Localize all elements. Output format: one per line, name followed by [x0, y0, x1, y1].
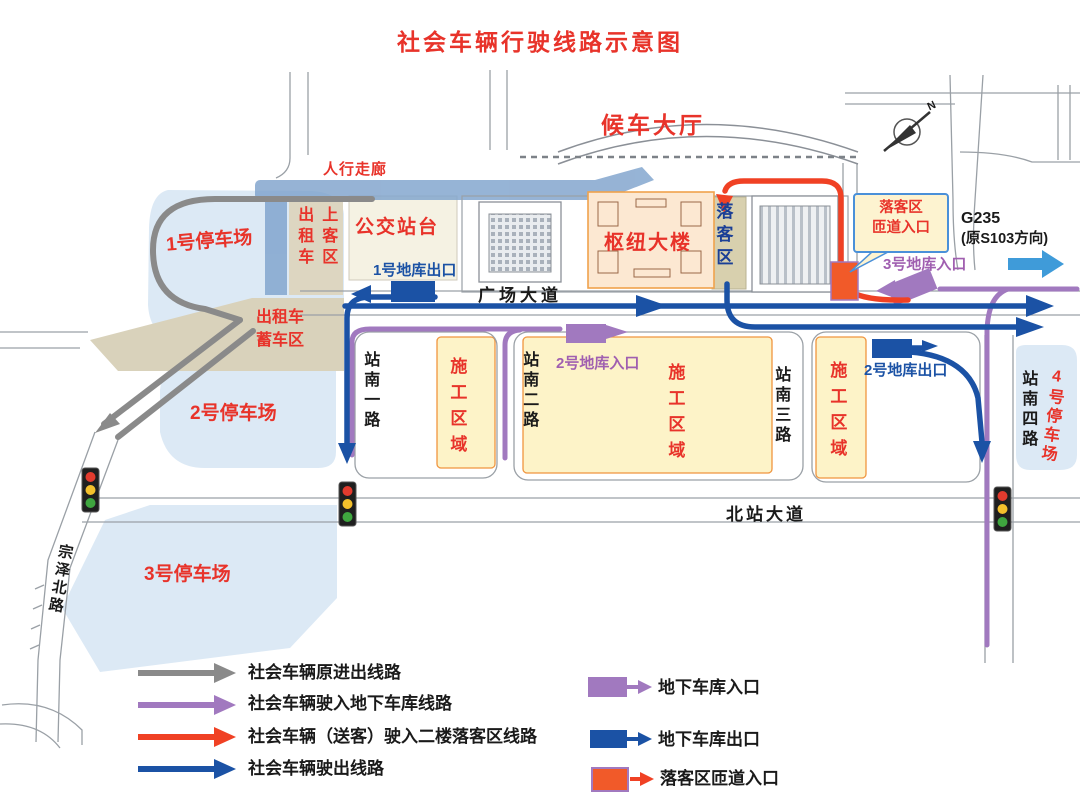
g235-label: G235 (原S103方向)	[961, 209, 1048, 249]
pedestrian-corridor-label: 人行走廊	[323, 161, 388, 178]
garage2-entry-arrow	[606, 325, 628, 339]
parking4-area	[1016, 345, 1077, 470]
blue-arrowheads	[338, 285, 1054, 464]
taxi-queue-line2: 蓄车区	[255, 332, 304, 350]
dropoff-ramp-callout-label: 落客区 匝道入口	[855, 199, 947, 238]
g235-direction-arrow	[1008, 250, 1064, 278]
taxi-pickup-area	[289, 199, 343, 295]
area-fills	[62, 190, 1077, 672]
taxi-pickup-label-col2: 上客区	[319, 206, 337, 269]
page-title: 社会车辆行驶线路示意图	[397, 29, 683, 55]
road-south2-label: 站南二路	[520, 351, 538, 431]
taxi-queue-line1: 出租车	[255, 309, 304, 326]
square-avenue-label: 广场大道	[478, 286, 562, 305]
garage3-entry-arrow	[876, 280, 897, 299]
traffic-light-icon	[81, 467, 100, 513]
hub-building-label: 枢纽大楼	[604, 232, 692, 254]
parking2-label: 2号停车场	[190, 403, 277, 424]
taxi-queue-label: 出租车 蓄车区	[238, 306, 322, 352]
legend-route-label-dropoff: 社会车辆（送客）驶入二楼落客区线路	[248, 727, 537, 746]
red-arrowhead	[716, 194, 733, 213]
parking3-label: 3号停车场	[144, 564, 231, 585]
compass-icon	[883, 111, 931, 152]
station-buildings	[461, 123, 859, 293]
garage3-entry-marker	[886, 268, 938, 306]
construction2-area	[522, 336, 773, 474]
construction3-area	[815, 336, 867, 479]
construction3-label: 施工区域	[827, 361, 847, 465]
hub-building	[587, 191, 715, 289]
dropoff-zone-label: 落客区	[713, 202, 733, 271]
garage1-exit-marker	[391, 281, 435, 302]
callout-line1: 落客区	[879, 200, 923, 216]
traffic-light-icons	[81, 467, 1012, 532]
legend-marker-label-garage-exit: 地下车库出口	[658, 730, 760, 749]
legend-route-label-original: 社会车辆原进出线路	[248, 663, 401, 682]
parking3-area	[62, 505, 337, 672]
north-avenue-label: 北站大道	[726, 505, 806, 524]
legend-marker-label-garage-entry: 地下车库入口	[658, 678, 760, 697]
road-south4-label: 站南四路	[1019, 370, 1037, 450]
construction1-label: 施工区域	[447, 357, 467, 461]
pedestrian-corridor	[255, 167, 654, 295]
g235-line2: (原S103方向)	[961, 230, 1049, 247]
bus-platform-area	[348, 195, 458, 281]
traffic-light-icon	[993, 486, 1012, 532]
legend-route-arrows	[138, 663, 236, 779]
construction2-label: 施工区域	[665, 363, 685, 467]
traffic-light-icon	[338, 481, 357, 527]
construction1-area	[436, 336, 496, 469]
route-gray-original	[101, 196, 375, 440]
road-south1-label: 站南一路	[361, 351, 379, 431]
legend-marker-samples	[588, 677, 654, 792]
callout-line2: 匝道入口	[872, 219, 930, 236]
parking2-area	[160, 371, 336, 468]
garage3-entry-label: 3号地库入口	[883, 256, 967, 273]
road-south3-label: 站南三路	[772, 366, 790, 446]
garage1-exit-label: 1号地库出口	[373, 262, 457, 279]
gray-arrowhead	[95, 413, 120, 433]
dropoff-area	[711, 196, 747, 290]
waiting-hall-label: 候车大厅	[601, 112, 705, 138]
garage2-entry-marker	[566, 324, 606, 343]
garage2-exit-label: 2号地库出口	[864, 362, 948, 379]
legend-route-label-exit: 社会车辆驶出线路	[248, 759, 384, 778]
legend-route-label-garage-entry: 社会车辆驶入地下车库线路	[248, 694, 452, 713]
bus-platform-label: 公交站台	[355, 217, 440, 238]
garage2-entry-label: 2号地库入口	[556, 355, 640, 372]
garage2-exit-marker	[872, 339, 912, 358]
dropoff-ramp-callout-box	[849, 193, 949, 273]
g235-line1: G235	[961, 210, 1001, 227]
taxi-pickup-label-col1: 出租车	[295, 206, 313, 269]
legend-marker-label-ramp-entry: 落客区匝道入口	[660, 769, 779, 788]
